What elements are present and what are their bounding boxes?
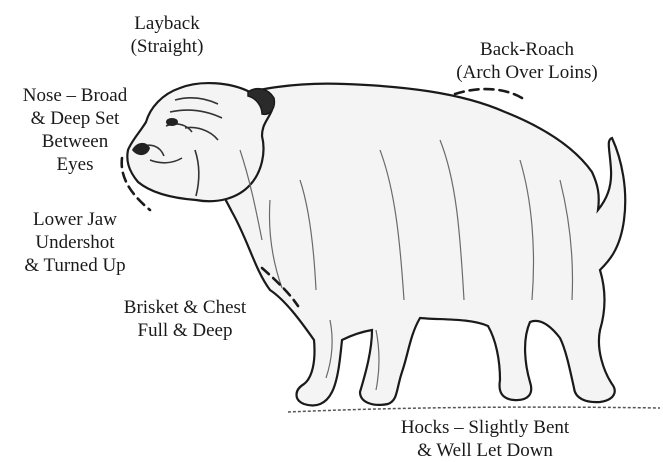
label-brisket-line2: Full & Deep xyxy=(100,319,270,342)
dog-eye xyxy=(166,118,178,126)
label-layback: Layback (Straight) xyxy=(112,12,222,58)
label-brisket-line1: Brisket & Chest xyxy=(100,296,270,319)
label-back-roach-line1: Back-Roach xyxy=(432,38,622,61)
label-hocks: Hocks – Slightly Bent & Well Let Down xyxy=(370,416,600,462)
label-layback-line1: Layback xyxy=(112,12,222,35)
label-nose-line1: Nose – Broad xyxy=(2,84,148,107)
label-nose-line2: & Deep Set xyxy=(2,107,148,130)
back-roach-mark xyxy=(455,89,522,98)
label-back-roach-line2: (Arch Over Loins) xyxy=(432,61,622,84)
label-nose: Nose – Broad & Deep Set Between Eyes xyxy=(2,84,148,176)
label-hocks-line1: Hocks – Slightly Bent xyxy=(370,416,600,439)
label-lower-jaw-line3: & Turned Up xyxy=(2,254,148,277)
label-nose-line3: Between xyxy=(2,130,148,153)
label-lower-jaw: Lower Jaw Undershot & Turned Up xyxy=(2,208,148,277)
dog-body xyxy=(215,84,625,406)
label-layback-line2: (Straight) xyxy=(112,35,222,58)
ground-line xyxy=(288,407,660,412)
label-hocks-line2: & Well Let Down xyxy=(370,439,600,462)
label-back-roach: Back-Roach (Arch Over Loins) xyxy=(432,38,622,84)
label-nose-line4: Eyes xyxy=(2,153,148,176)
label-brisket: Brisket & Chest Full & Deep xyxy=(100,296,270,342)
label-lower-jaw-line2: Undershot xyxy=(2,231,148,254)
dog-head xyxy=(127,83,272,201)
label-lower-jaw-line1: Lower Jaw xyxy=(2,208,148,231)
